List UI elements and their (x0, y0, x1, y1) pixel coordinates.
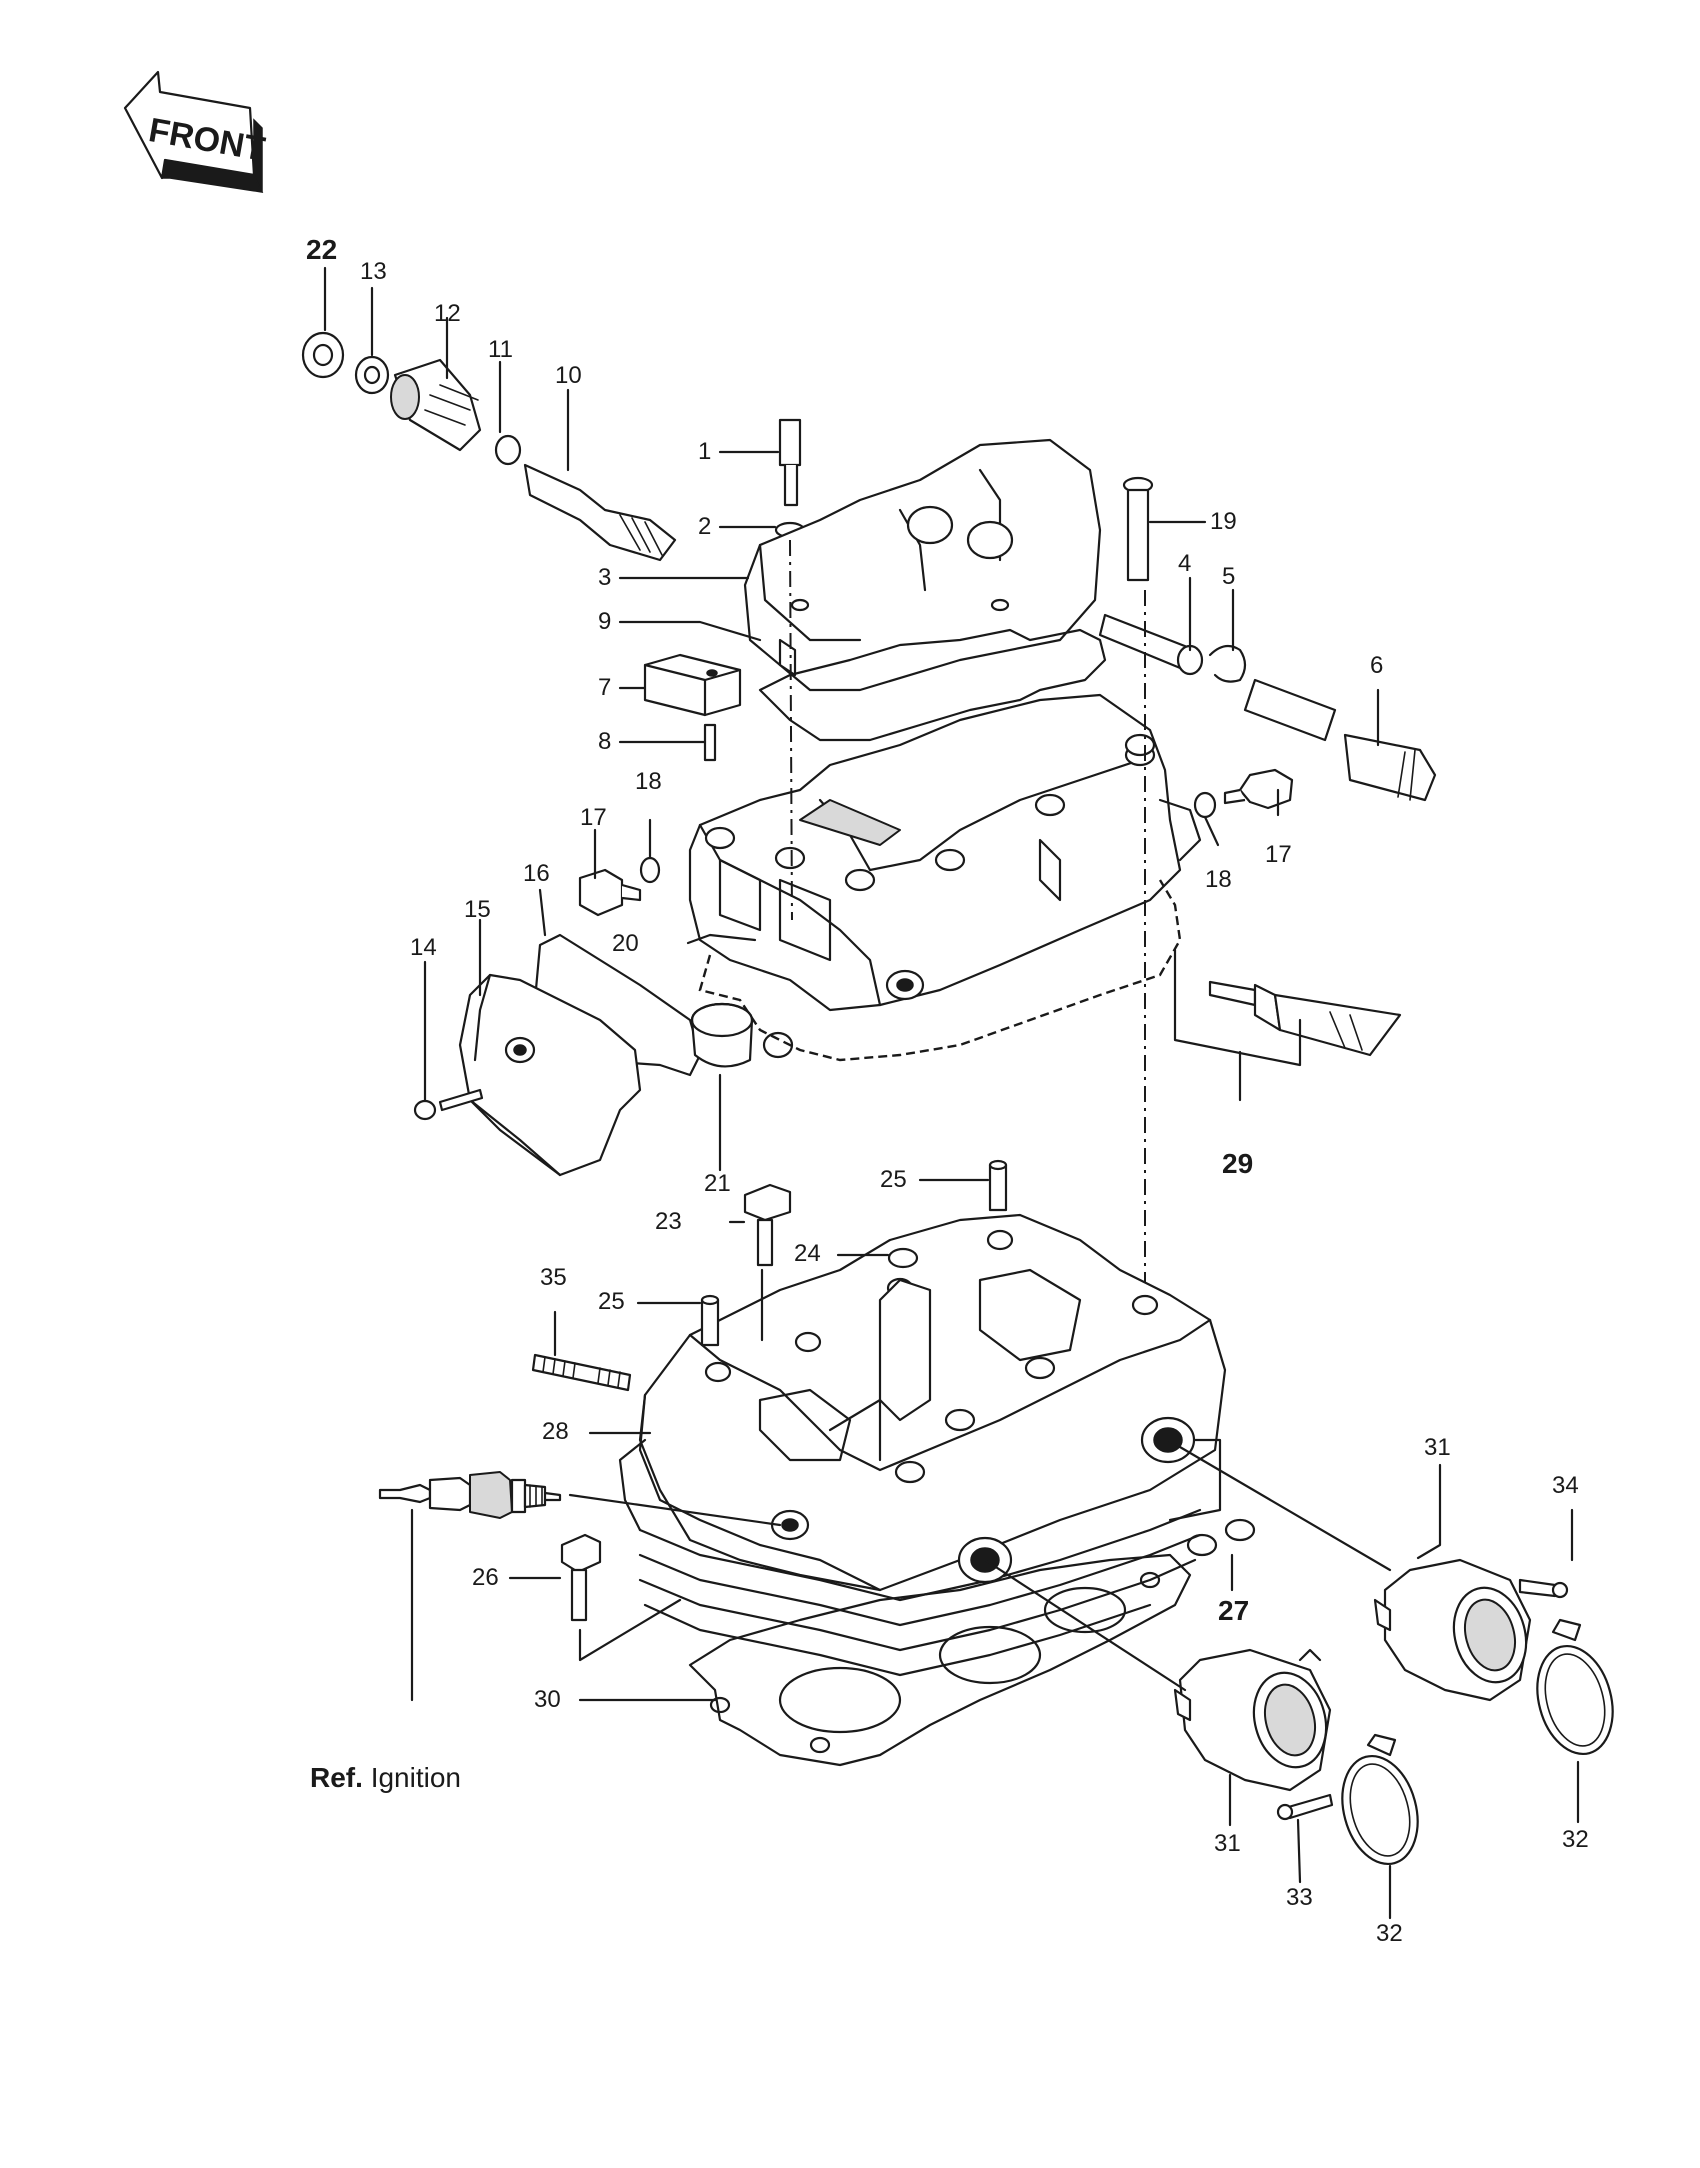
callout-11: 11 (488, 336, 513, 363)
callout-2: 2 (698, 513, 712, 540)
callout-25-left: 25 (598, 1288, 625, 1315)
callout-20: 20 (612, 930, 639, 957)
callout-22: 22 (306, 234, 338, 265)
alignment-line-center (789, 539, 793, 921)
callout-35: 35 (540, 1264, 567, 1291)
breather-block (643, 653, 742, 762)
head-gasket (688, 1553, 1192, 1767)
spark-plug (378, 1471, 562, 1702)
cover-bolt (774, 418, 806, 539)
callout-10: 10 (555, 362, 582, 389)
callout-32-right: 32 (1562, 1826, 1589, 1853)
left-plug-bolt (578, 856, 661, 917)
callout-25-top: 25 (880, 1166, 907, 1193)
callout-17-right: 17 (1265, 841, 1292, 868)
callout-8: 8 (598, 728, 612, 755)
callout-13: 13 (360, 258, 387, 285)
callout-18-right: 18 (1205, 866, 1232, 893)
callout-26: 26 (472, 1564, 499, 1591)
callout-14: 14 (410, 934, 437, 961)
right-side-bolt-assembly (1098, 476, 1437, 802)
callout-12: 12 (434, 300, 461, 327)
callout-21: 21 (704, 1170, 731, 1197)
callout-33: 33 (1286, 1884, 1313, 1911)
front-arrow-icon: FRONT (123, 70, 268, 193)
side-bolts (560, 1518, 1256, 1662)
callout-15: 15 (464, 896, 491, 923)
cylinder-head-cover (743, 438, 1102, 692)
holder-gasket-outline (698, 879, 1182, 1062)
callout-34: 34 (1552, 1472, 1579, 1499)
callout-27: 27 (1218, 1595, 1250, 1626)
sealant-tube (1173, 948, 1402, 1102)
callout-16: 16 (523, 860, 550, 887)
tachometer-drive-assembly (301, 331, 677, 562)
hose-clamp-right (1536, 1618, 1614, 1756)
intake-holder-left (1173, 1648, 1332, 1792)
intake-holder-right (1373, 1558, 1569, 1702)
reference-note: Ref. Ignition (310, 1762, 461, 1794)
camshaft-holder (688, 693, 1202, 1012)
callout-6: 6 (1370, 652, 1384, 679)
side-cover (413, 933, 702, 1177)
callout-1: 1 (698, 438, 712, 465)
callout-29: 29 (1222, 1148, 1254, 1179)
callout-7: 7 (598, 674, 612, 701)
callout-17-left: 17 (580, 804, 607, 831)
reference-target: Ignition (370, 1762, 461, 1793)
head-fasteners (531, 1159, 1008, 1392)
cylinder-head (618, 1213, 1227, 1677)
callout-19: 19 (1210, 508, 1237, 535)
hose-clamp-left (1276, 1733, 1419, 1866)
callout-5: 5 (1222, 563, 1236, 590)
callout-30: 30 (534, 1686, 561, 1713)
callout-31-left: 31 (1214, 1830, 1241, 1857)
callout-31-right: 31 (1424, 1434, 1451, 1461)
callout-4: 4 (1178, 550, 1192, 577)
callout-3: 3 (598, 564, 612, 591)
callout-28: 28 (542, 1418, 569, 1445)
callout-24: 24 (794, 1240, 821, 1267)
callout-18-left: 18 (635, 768, 662, 795)
reference-prefix: Ref. (310, 1762, 363, 1793)
callout-9: 9 (598, 608, 612, 635)
leader-lines (323, 266, 1580, 1920)
cover-gasket (758, 628, 1107, 742)
callout-32-left: 32 (1376, 1920, 1403, 1947)
oil-cap (690, 1002, 754, 1068)
callout-23: 23 (655, 1208, 682, 1235)
